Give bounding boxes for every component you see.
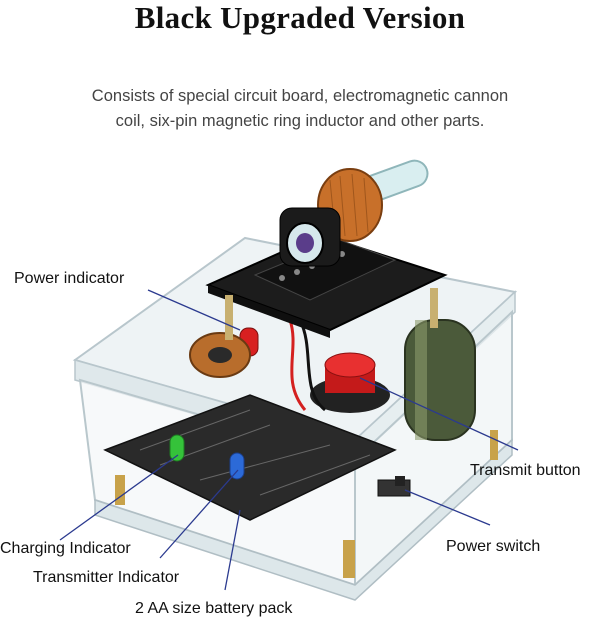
callout-line-transmit-button (359, 377, 519, 451)
transmit-button (310, 352, 390, 413)
callout-transmitter-indicator: Transmitter Indicator (33, 569, 180, 586)
callout-line-battery-pack (224, 509, 241, 591)
description-line-1: Consists of special circuit board, elect… (91, 87, 509, 105)
page-title: Black Upgraded Version (134, 0, 466, 35)
lower-circuit-board (103, 394, 397, 521)
transmitter-led (229, 452, 245, 480)
callout-charging-indicator: Charging Indicator (0, 540, 131, 557)
power-switch-part (377, 476, 411, 497)
callout-line-charging-indicator (59, 454, 179, 541)
callout-line-power-indicator (147, 289, 241, 331)
description: Consists of special circuit board, elect… (0, 84, 600, 134)
callout-battery-pack: 2 AA size battery pack (135, 600, 293, 617)
callout-power-switch: Power switch (446, 538, 541, 555)
charging-led (169, 434, 185, 462)
capacitor (404, 319, 476, 441)
electromagnetic-coil (279, 159, 429, 267)
description-line-2: coil, six-pin magnetic ring inductor and… (115, 112, 485, 130)
callout-power-indicator: Power indicator (14, 270, 125, 287)
callout-line-power-switch (404, 489, 491, 526)
callout-transmit-button: Transmit button (470, 462, 581, 479)
callout-line-transmitter-indicator (159, 469, 239, 559)
upper-circuit-board (205, 233, 448, 340)
toroid-inductor (189, 332, 251, 378)
